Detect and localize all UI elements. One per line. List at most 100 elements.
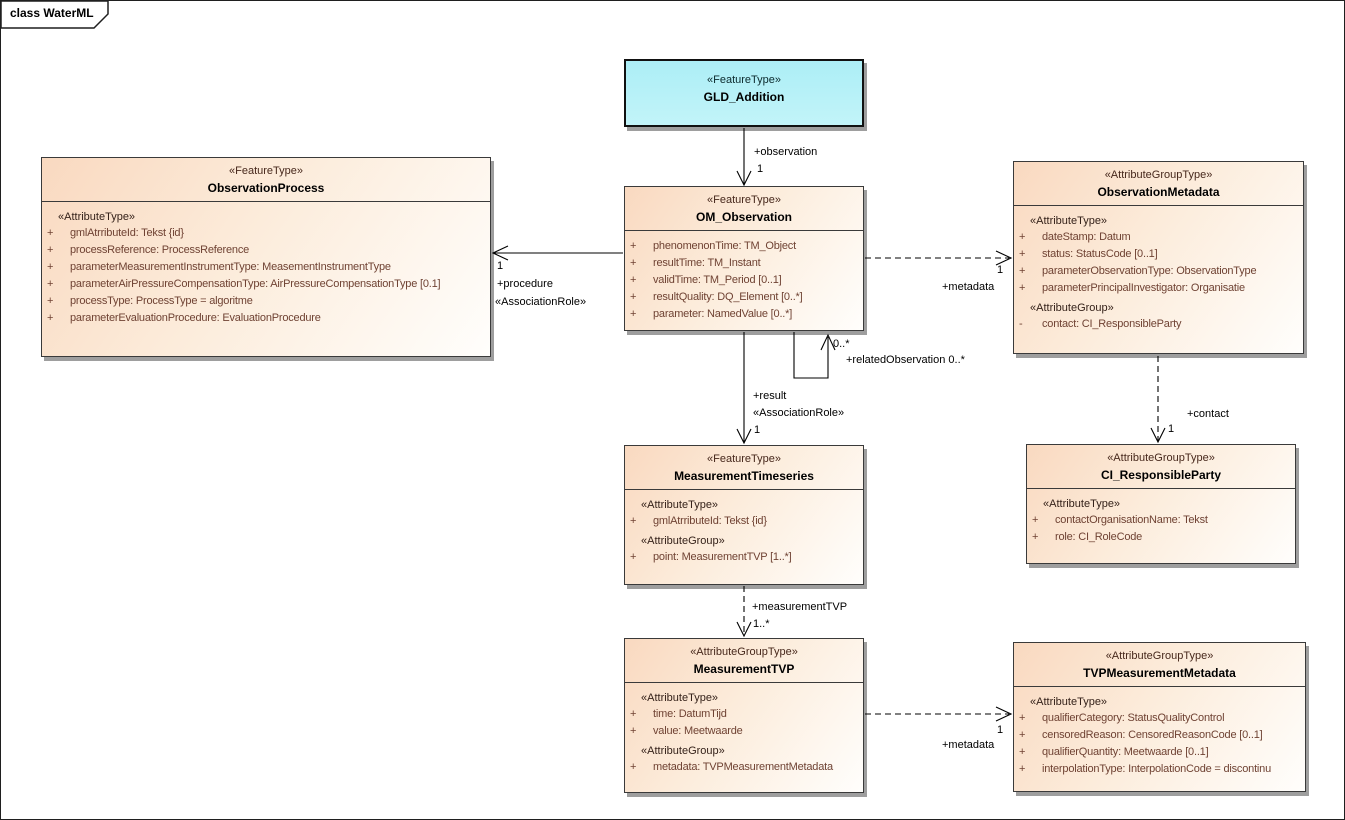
attribute-row: + resultTime: TM_Instant (625, 255, 860, 272)
section-heading: «AttributeGroup» (641, 535, 725, 547)
attribute-text: gmlAtrributeId: Tekst {id} (653, 515, 767, 527)
connector-related-observation[interactable] (793, 332, 836, 379)
label-contact-mult: 1 (1168, 423, 1175, 435)
attribute-text: dateStamp: Datum (1042, 231, 1131, 243)
label-related-observation-mult: 0..* (833, 338, 850, 350)
class-box-om-observation[interactable]: «FeatureType» OM_Observation +phenomenon… (624, 186, 864, 331)
class-box-observationmetadata[interactable]: «AttributeGroupType» ObservationMetadata… (1013, 161, 1304, 354)
attribute-text: interpolationType: InterpolationCode = d… (1042, 763, 1271, 775)
class-name: CI_ResponsibleParty (1100, 468, 1222, 482)
frame-tab: class WaterML (1, 1, 121, 31)
visibility: + (1019, 729, 1026, 741)
label-procedure-stereotype: «AssociationRole» (495, 296, 587, 308)
attribute-text: value: Meetwaarde (653, 725, 743, 737)
arrowhead-open (995, 706, 1013, 722)
visibility: + (630, 257, 637, 269)
attribute-row: + point: MeasurementTVP [1..*] (625, 549, 860, 566)
stereotype-label: «FeatureType» (229, 165, 303, 177)
class-box-ci-responsibleparty[interactable]: «AttributeGroupType» CI_ResponsibleParty… (1026, 444, 1296, 564)
section-heading: «AttributeGroup» (641, 745, 725, 757)
class-name: ObservationMetadata (1097, 185, 1220, 199)
section-heading: «AttributeGroup» (1030, 302, 1114, 314)
line (793, 332, 829, 379)
connector-metadata-observation[interactable] (865, 250, 1013, 266)
frame-tab-outline (1, 1, 109, 29)
class-box-observationprocess[interactable]: «FeatureType» ObservationProcess «Attrib… (41, 157, 491, 357)
class-header: «FeatureType» MeasurementTimeseries (625, 446, 863, 490)
attribute-text: contactOrganisationName: Tekst (1055, 514, 1208, 526)
visibility: + (1032, 531, 1039, 543)
attributes-compartment: +phenomenonTime: TM_Object + resultTime: … (625, 231, 863, 327)
section-heading: «AttributeType» (58, 211, 136, 223)
attributes-compartment: «AttributeType» + gmlAtrributeId: Tekst {… (42, 202, 490, 331)
frame-tab-shape (1, 1, 109, 29)
label-contact-role: +contact (1187, 408, 1229, 420)
class-box-tvpmeasurementmetadata[interactable]: «AttributeGroupType» TVPMeasurementMetad… (1013, 642, 1306, 792)
arrowhead-open (1150, 427, 1166, 444)
arrowhead-open (736, 428, 752, 445)
visibility: + (630, 708, 637, 720)
label-measurement-tvp-role: +measurementTVP (752, 601, 848, 613)
visibility: + (47, 261, 54, 273)
class-name: MeasurementTimeseries (674, 469, 814, 483)
attribute-text: qualifierCategory: StatusQualityControl (1042, 712, 1225, 724)
visibility: + (630, 761, 637, 773)
visibility: + (47, 244, 54, 256)
attribute-text: resultQuality: DQ_Element [0..*] (653, 291, 803, 303)
label-procedure-mult: 1 (497, 260, 504, 272)
attribute-row: +metadata: TVPMeasurementMetadata (625, 759, 860, 776)
attribute-row: +qualifierCategory: StatusQualityControl (1014, 710, 1302, 727)
label-observation-mult: 1 (757, 163, 764, 175)
class-name: MeasurementTVP (693, 662, 795, 676)
class-header: «AttributeGroupType» TVPMeasurementMetad… (1014, 643, 1305, 687)
visibility: + (47, 227, 54, 239)
visibility: + (630, 551, 637, 563)
attributes-compartment: «AttributeType» +qualifierCategory: Stat… (1014, 687, 1305, 782)
class-header: «FeatureType» GLD_Addition (626, 61, 862, 110)
class-box-gld-addition[interactable]: «FeatureType» GLD_Addition (624, 59, 864, 127)
attribute-row: +phenomenonTime: TM_Object (625, 238, 860, 255)
section-heading: «AttributeType» (1030, 215, 1108, 227)
attribute-row: +parameterMeasurementInstrumentType: Mea… (42, 259, 487, 276)
connector-procedure[interactable] (491, 245, 623, 261)
class-box-measurementtimeseries[interactable]: «FeatureType» MeasurementTimeseries «Att… (624, 445, 864, 585)
attribute-row: +dateStamp: Datum (1014, 229, 1300, 246)
attribute-text: censoredReason: CensoredReasonCode [0..1… (1042, 729, 1263, 741)
stereotype-label: «FeatureType» (707, 453, 781, 465)
connector-measurement-tvp[interactable] (736, 586, 752, 638)
attribute-row: +status: StatusCode [0..1] (1014, 246, 1300, 263)
class-header: «FeatureType» ObservationProcess (42, 158, 490, 202)
class-box-measurementtvp[interactable]: «AttributeGroupType» MeasurementTVP «Att… (624, 638, 864, 793)
attribute-text: validTime: TM_Period [0..1] (653, 274, 782, 286)
visibility: - (1019, 318, 1023, 330)
label-procedure-role: +procedure (497, 278, 553, 290)
attribute-row: +parameterPrincipalInvestigator: Organis… (1014, 280, 1300, 297)
attribute-row: +time: DatumTijd (625, 706, 860, 723)
section-heading: «AttributeType» (641, 499, 719, 511)
attribute-text: processType: ProcessType = algoritme (70, 295, 253, 307)
label-result-stereotype: «AssociationRole» (753, 407, 845, 419)
attribute-text: gmlAtrributeId: Tekst {id} (70, 227, 184, 239)
arrowhead-open (736, 621, 752, 638)
attribute-text: resultTime: TM_Instant (653, 257, 761, 269)
connector-metadata-tvp[interactable] (865, 706, 1013, 722)
attribute-row: + gmlAtrributeId: Tekst {id} (42, 225, 487, 242)
attribute-text: point: MeasurementTVP [1..*] (653, 551, 792, 563)
attribute-row: + censoredReason: CensoredReasonCode [0..… (1014, 727, 1302, 744)
stereotype-label: «AttributeGroupType» (690, 646, 798, 658)
attribute-row: +parameterAirPressureCompensationType: A… (42, 276, 487, 293)
attribute-text: phenomenonTime: TM_Object (653, 240, 796, 252)
attribute-row: +qualifierQuantity: Meetwaarde [0..1] (1014, 744, 1302, 761)
attribute-row: +processType: ProcessType = algoritme (42, 293, 487, 310)
attribute-row: +processReference: ProcessReference (42, 242, 487, 259)
connector-observation[interactable] (736, 128, 752, 187)
connector-contact[interactable] (1150, 356, 1166, 444)
visibility: + (47, 312, 54, 324)
connector-result[interactable] (736, 332, 752, 445)
visibility: + (1019, 746, 1026, 758)
attribute-text: contact: CI_ResponsibleParty (1042, 318, 1182, 330)
frame-title: class WaterML (10, 6, 94, 20)
attribute-text: role: CI_RoleCode (1055, 531, 1143, 543)
class-name: OM_Observation (695, 210, 793, 224)
visibility: + (47, 278, 54, 290)
